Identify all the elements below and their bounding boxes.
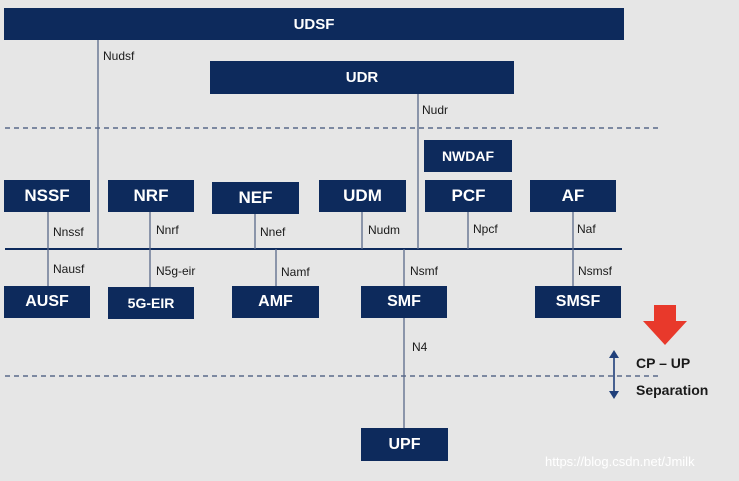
node-udr: UDR — [210, 61, 514, 94]
label-nudsf: Nudsf — [103, 49, 135, 63]
node-af: AF — [530, 180, 616, 212]
red-down-arrow-icon — [643, 305, 687, 345]
label-nnef: Nnef — [260, 225, 286, 239]
node-udsf: UDSF — [4, 8, 624, 40]
node-5g-eir: 5G-EIR — [108, 287, 194, 319]
label-naf: Naf — [577, 222, 596, 236]
double-arrow-up-icon — [609, 350, 619, 358]
node-smsf: SMSF — [535, 286, 621, 318]
node-nrf: NRF — [108, 180, 194, 212]
node-nef: NEF — [212, 182, 299, 214]
separation-subtitle: Separation — [636, 382, 709, 398]
node-smf: SMF — [361, 286, 447, 318]
label-namf: Namf — [281, 265, 310, 279]
double-arrow-down-icon — [609, 391, 619, 399]
label-n4: N4 — [412, 340, 428, 354]
node-upf: UPF — [361, 428, 448, 461]
label-nudm: Nudm — [368, 223, 401, 237]
label-npcf: Npcf — [473, 222, 498, 236]
node-ausf: AUSF — [4, 286, 90, 318]
node-pcf: PCF — [425, 180, 512, 212]
watermark: https://blog.csdn.net/Jmilk — [545, 454, 695, 469]
node-udm: UDM — [319, 180, 406, 212]
node-amf: AMF — [232, 286, 319, 318]
label-n5g-eir: N5g-eir — [156, 264, 196, 278]
node-nssf: NSSF — [4, 180, 90, 212]
separation-title: CP – UP — [636, 355, 691, 371]
node-nwdaf: NWDAF — [424, 140, 512, 172]
label-nausf: Nausf — [53, 262, 85, 276]
label-nsmsf: Nsmsf — [578, 264, 612, 278]
label-nudr: Nudr — [422, 103, 449, 117]
label-nnrf: Nnrf — [156, 223, 179, 237]
label-nnssf: Nnssf — [53, 225, 84, 239]
label-nsmf: Nsmf — [410, 264, 438, 278]
